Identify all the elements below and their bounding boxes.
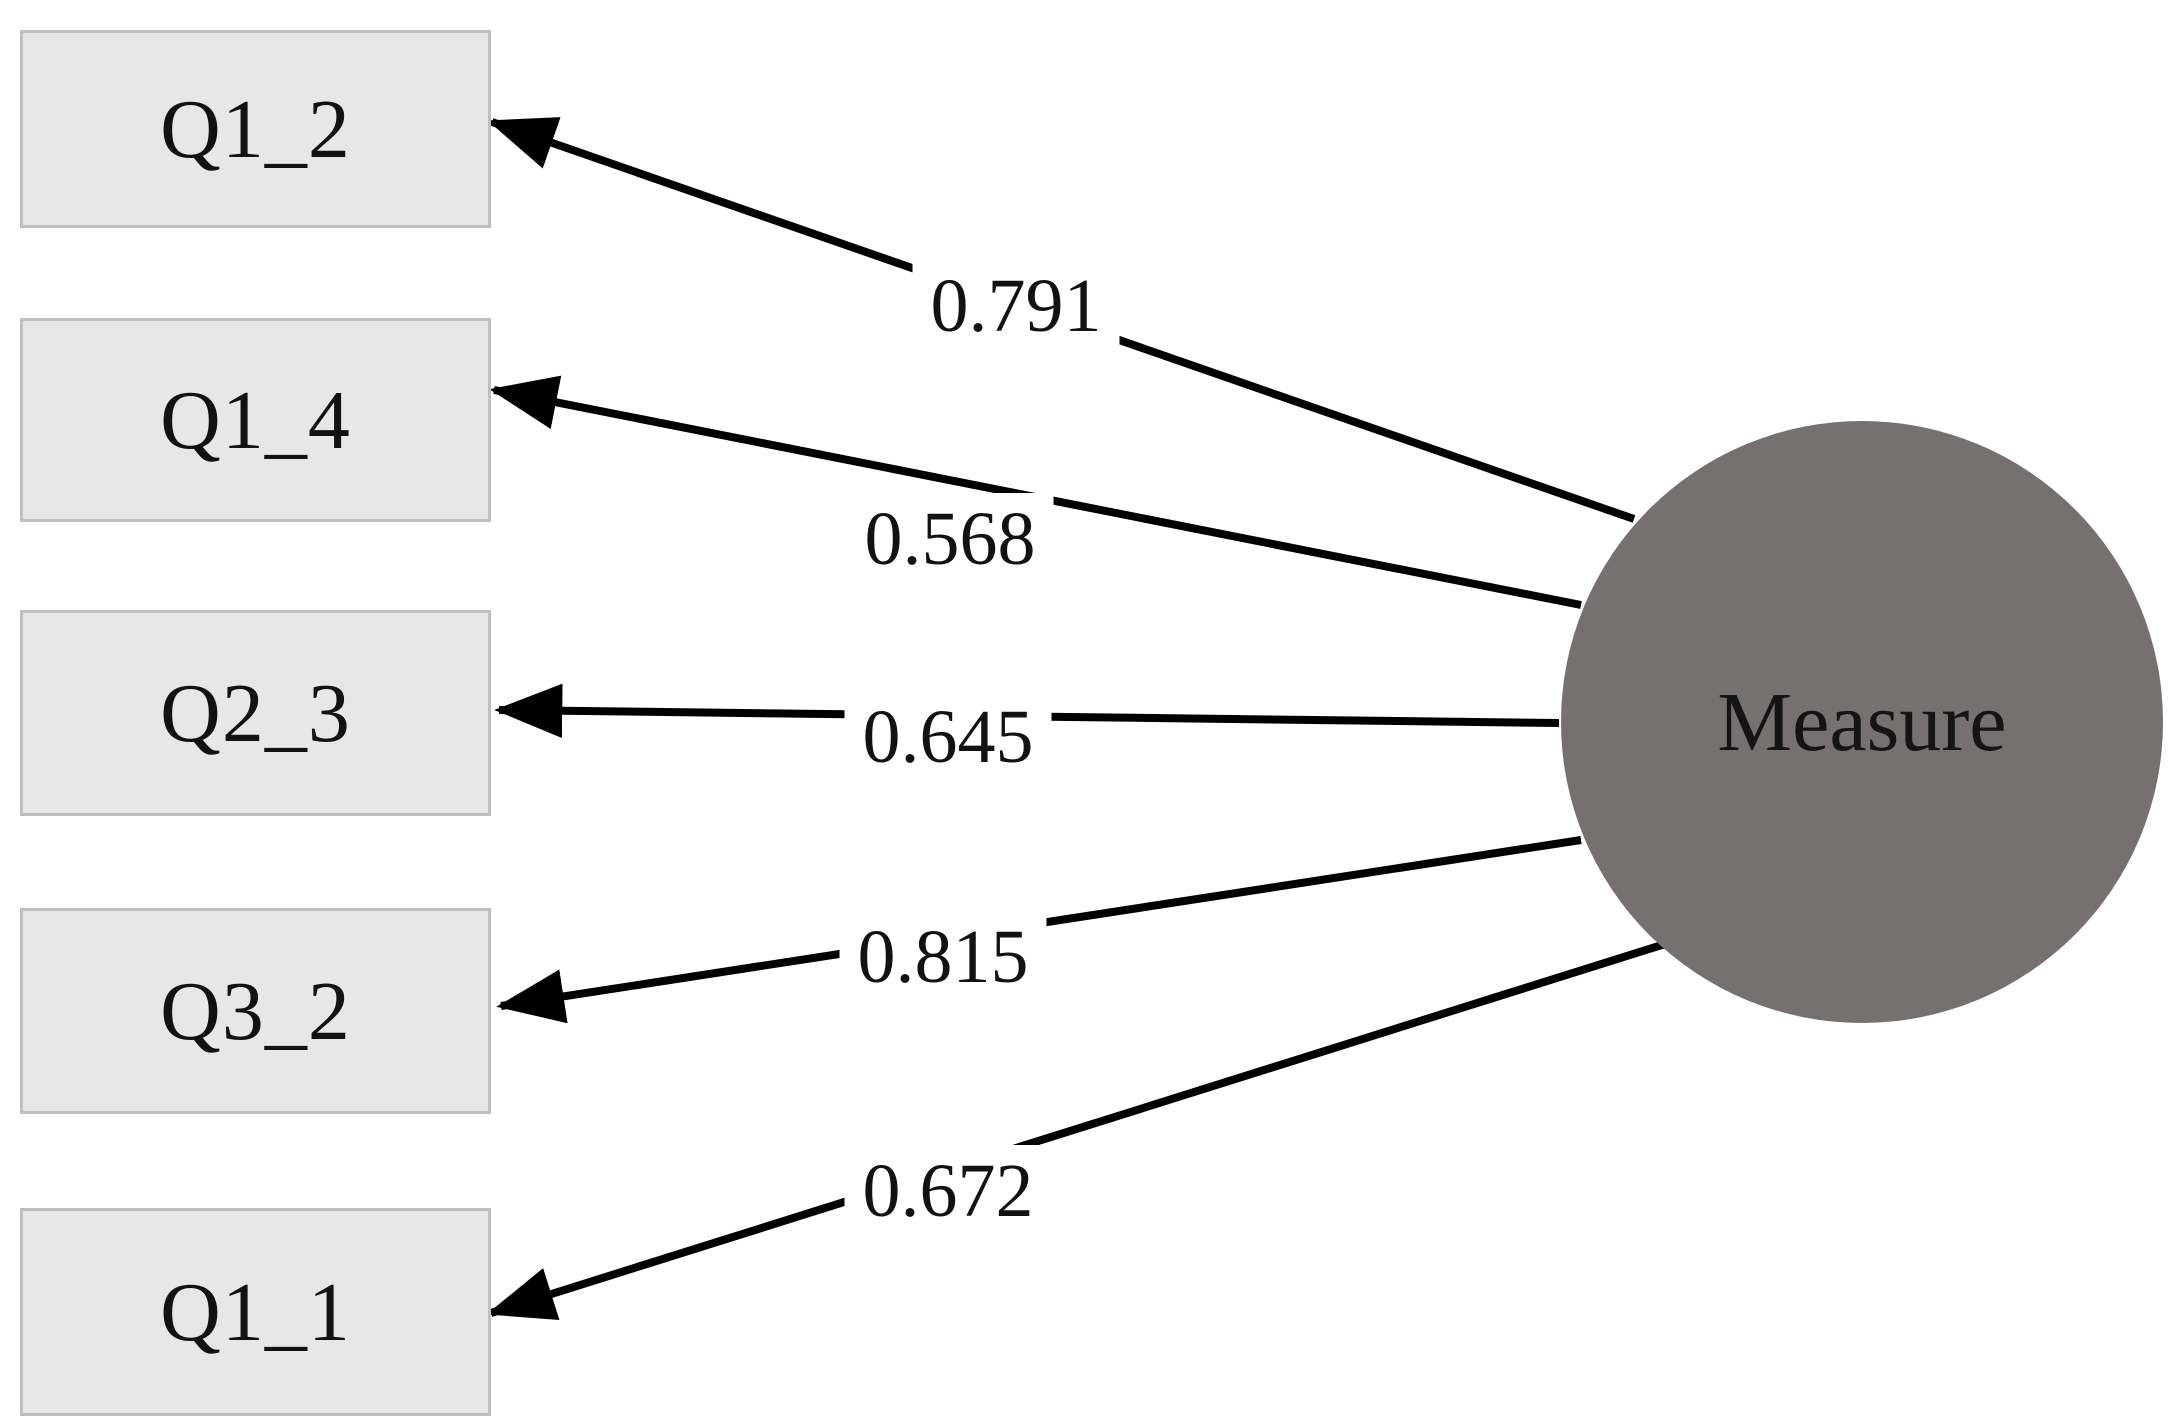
- latent-variable-label: Measure: [1717, 675, 2007, 769]
- indicator-box-q1_4: Q1_4: [20, 318, 491, 522]
- loading-value-label: 0.645: [844, 691, 1052, 783]
- indicator-label: Q1_1: [160, 1265, 351, 1359]
- indicator-label: Q1_4: [160, 373, 351, 467]
- latent-variable-circle: Measure: [1561, 421, 2163, 1023]
- loading-value-label: 0.791: [912, 260, 1120, 352]
- loading-value-label: 0.568: [846, 493, 1054, 585]
- indicator-box-q1_1: Q1_1: [20, 1208, 491, 1416]
- indicator-box-q2_3: Q2_3: [20, 610, 491, 816]
- loading-arrow: [486, 940, 1667, 1320]
- loading-value-label: 0.672: [844, 1145, 1052, 1237]
- loading-value-label: 0.815: [839, 911, 1047, 1003]
- indicator-label: Q1_2: [160, 82, 351, 176]
- indicator-box-q1_2: Q1_2: [20, 30, 491, 228]
- indicator-box-q3_2: Q3_2: [20, 908, 491, 1114]
- indicator-label: Q2_3: [160, 666, 351, 760]
- indicator-label: Q3_2: [160, 964, 351, 1058]
